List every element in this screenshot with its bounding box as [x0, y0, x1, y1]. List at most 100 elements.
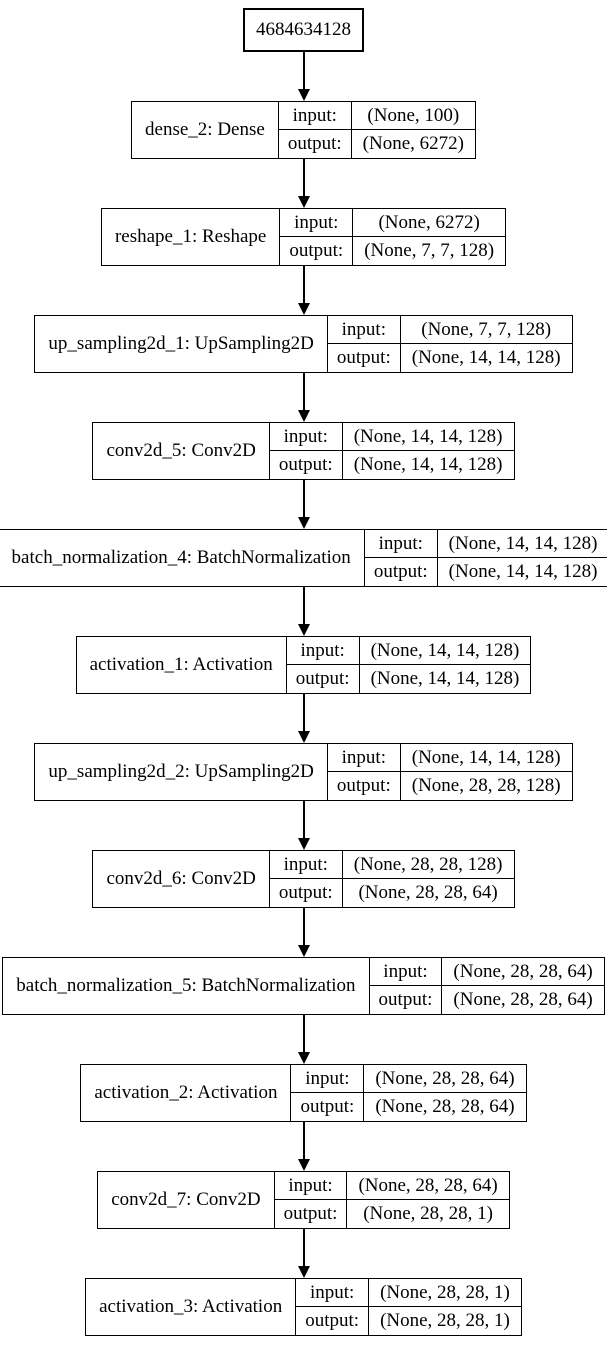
edge [297, 1122, 310, 1171]
edge [297, 694, 310, 743]
layer-name-cell: conv2d_7: Conv2D [111, 1189, 261, 1210]
output-label: output: [336, 775, 391, 796]
edge [297, 587, 310, 636]
layer-io-table: input: (None, 14, 14, 128) output: (None… [285, 637, 531, 693]
output-shape: (None, 7, 7, 128) [352, 237, 505, 265]
input-shape: (None, 6272) [352, 209, 506, 237]
arrowhead-icon [297, 89, 310, 101]
layer-io-table: input: (None, 14, 14, 128) output: (None… [326, 744, 572, 800]
layer-node: activation_1: Activation input: (None, 1… [75, 636, 532, 694]
layer-io-table: input: (None, 28, 28, 64) output: (None,… [273, 1172, 509, 1228]
output-shape: (None, 6272) [350, 130, 475, 158]
layer-name-cell: activation_2: Activation [94, 1082, 278, 1103]
input-label: input: [269, 423, 342, 451]
edge-line [302, 1015, 305, 1052]
edge-line [302, 480, 305, 517]
edge-line [302, 1229, 305, 1266]
layer-io-table: input: (None, 14, 14, 128) output: (None… [363, 530, 607, 586]
layer-node: conv2d_6: Conv2D input: (None, 28, 28, 1… [92, 850, 515, 908]
output-shape: (None, 28, 28, 1) [368, 1307, 521, 1335]
output-label: output: [300, 1096, 355, 1117]
arrowhead-icon [297, 838, 310, 850]
layer-name-cell: conv2d_6: Conv2D [106, 868, 256, 889]
layer-io-table: input: (None, 28, 28, 64) output: (None,… [290, 1065, 526, 1121]
edge-line [302, 587, 305, 624]
layer-io-table: input: (None, 100) output: (None, 6272) [277, 102, 475, 158]
output-shape: (None, 28, 28, 64) [441, 986, 603, 1014]
layer-name-cell: dense_2: Dense [145, 119, 265, 140]
output-label: output: [378, 989, 433, 1010]
layer-node: reshape_1: Reshape input: (None, 6272) o… [100, 208, 507, 266]
layer-node: batch_normalization_4: BatchNormalizatio… [0, 529, 607, 587]
edge [297, 1229, 310, 1278]
output-label: output: [305, 1310, 360, 1331]
output-shape: (None, 28, 28, 128) [399, 772, 572, 800]
layer-io-table: input: (None, 28, 28, 64) output: (None,… [368, 958, 604, 1014]
output-shape: (None, 14, 14, 128) [436, 558, 607, 586]
edge [297, 266, 310, 315]
input-label: input: [291, 1065, 364, 1093]
layer-io-table: input: (None, 6272) output: (None, 7, 7,… [279, 209, 506, 265]
input-shape: (None, 28, 28, 64) [346, 1172, 509, 1200]
output-shape: (None, 28, 28, 1) [346, 1200, 508, 1228]
output-shape: (None, 14, 14, 128) [399, 344, 572, 372]
output-shape: (None, 14, 14, 128) [341, 451, 514, 479]
layer-name-cell: conv2d_5: Conv2D [106, 440, 256, 461]
arrowhead-icon [297, 1159, 310, 1171]
output-label: output: [373, 561, 428, 582]
edge [297, 908, 310, 957]
layer-node: activation_2: Activation input: (None, 2… [80, 1064, 527, 1122]
layer-node: conv2d_7: Conv2D input: (None, 28, 28, 6… [97, 1171, 510, 1229]
arrowhead-icon [297, 945, 310, 957]
edge-line [302, 1122, 305, 1159]
layer-node: activation_3: Activation input: (None, 2… [85, 1278, 522, 1336]
input-shape: (None, 100) [350, 102, 475, 130]
edge-line [302, 801, 305, 838]
layer-node: dense_2: Dense input: (None, 100) output… [131, 101, 476, 159]
input-label: input: [327, 316, 400, 344]
input-shape: (None, 28, 28, 64) [441, 958, 604, 986]
arrowhead-icon [297, 624, 310, 636]
layer-node: batch_normalization_5: BatchNormalizatio… [2, 957, 605, 1015]
layer-name-cell: up_sampling2d_2: UpSampling2D [48, 761, 314, 782]
edge [297, 801, 310, 850]
input-label: input: [364, 530, 437, 558]
edge-line [302, 52, 305, 89]
input-label: input: [280, 209, 353, 237]
layer-name-cell: batch_normalization_4: BatchNormalizatio… [11, 547, 351, 568]
input-label: input: [278, 102, 351, 130]
input-label: input: [369, 958, 442, 986]
output-label: output: [336, 347, 391, 368]
layer-io-table: input: (None, 28, 28, 1) output: (None, … [295, 1279, 521, 1335]
input-label: input: [274, 1172, 347, 1200]
input-label: input: [327, 744, 400, 772]
output-label: output: [289, 240, 344, 261]
output-label: output: [278, 882, 333, 903]
output-shape: (None, 28, 28, 64) [341, 879, 514, 907]
layer-name-cell: batch_normalization_5: BatchNormalizatio… [16, 975, 356, 996]
model-input-node: 4684634128 [243, 8, 364, 52]
input-shape: (None, 28, 28, 64) [363, 1065, 526, 1093]
layer-node: up_sampling2d_1: UpSampling2D input: (No… [34, 315, 573, 373]
output-label: output: [283, 1203, 338, 1224]
output-label: output: [295, 668, 350, 689]
edge-line [302, 373, 305, 410]
input-label: input: [296, 1279, 369, 1307]
layer-name-cell: activation_3: Activation [99, 1296, 283, 1317]
input-shape: (None, 14, 14, 128) [358, 637, 531, 665]
output-label: output: [278, 454, 333, 475]
input-shape: (None, 14, 14, 128) [399, 744, 572, 772]
layer-node: conv2d_5: Conv2D input: (None, 14, 14, 1… [92, 422, 515, 480]
output-label: output: [287, 133, 342, 154]
input-shape: (None, 28, 28, 128) [341, 851, 514, 879]
edge-line [302, 159, 305, 196]
edge [297, 373, 310, 422]
input-shape: (None, 7, 7, 128) [399, 316, 572, 344]
edge [297, 52, 310, 101]
edge-line [302, 266, 305, 303]
layer-io-table: input: (None, 7, 7, 128) output: (None, … [326, 316, 572, 372]
arrowhead-icon [297, 1266, 310, 1278]
layer-io-table: input: (None, 14, 14, 128) output: (None… [268, 423, 514, 479]
